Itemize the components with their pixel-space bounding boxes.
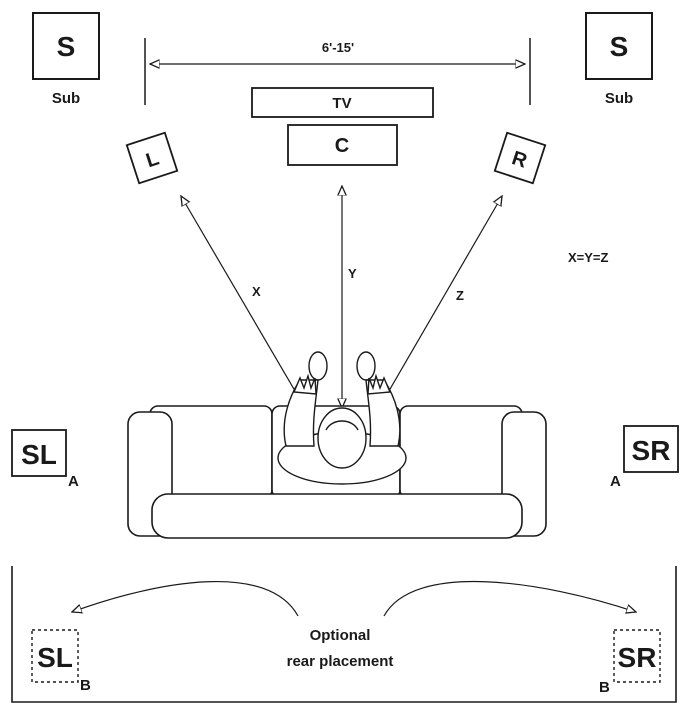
sub-left: S Sub <box>32 12 100 107</box>
equal-distance-note: X=Y=Z <box>568 250 609 265</box>
surround-right-b-badge: SR <box>618 642 657 673</box>
surround-right-a-badge: SR <box>632 435 671 466</box>
surround-left-a-position: A <box>68 473 79 490</box>
center-speaker-label: C <box>335 135 349 157</box>
surround-right-b: SR B <box>599 629 661 696</box>
tv-label: TV <box>332 95 351 112</box>
sub-right-caption: Sub <box>605 90 633 107</box>
rear-placement-line1: Optional <box>310 627 371 644</box>
listener <box>277 351 407 485</box>
distance-z-label: Z <box>456 288 464 303</box>
distance-x-label: X <box>252 284 261 299</box>
distance-lines: X Y Z X=Y=Z <box>181 186 609 408</box>
front-right-speaker: R <box>493 131 547 185</box>
width-dimension: 6'-15' <box>144 38 531 105</box>
sub-left-badge: S <box>57 31 76 62</box>
front-left-speaker: L <box>125 131 179 185</box>
surround-right-a: SR A <box>610 425 679 490</box>
surround-left-a-badge: SL <box>21 439 57 470</box>
surround-left-b-badge: SL <box>37 642 73 673</box>
surround-left-a: SL A <box>11 429 79 490</box>
distance-y-label: Y <box>348 266 357 281</box>
surround-right-b-position: B <box>599 679 610 696</box>
surround-left-b-position: B <box>80 677 91 694</box>
rear-area: Optional rear placement <box>11 566 677 703</box>
surround-right-a-position: A <box>610 473 621 490</box>
rear-placement-line2: rear placement <box>287 653 394 670</box>
sub-right: S Sub <box>585 12 653 107</box>
sub-left-caption: Sub <box>52 90 80 107</box>
width-range-label: 6'-15' <box>322 40 354 55</box>
tv: TV <box>251 87 434 118</box>
center-speaker: C <box>287 124 398 166</box>
surround-left-b: SL B <box>31 629 91 694</box>
sub-right-badge: S <box>610 31 629 62</box>
